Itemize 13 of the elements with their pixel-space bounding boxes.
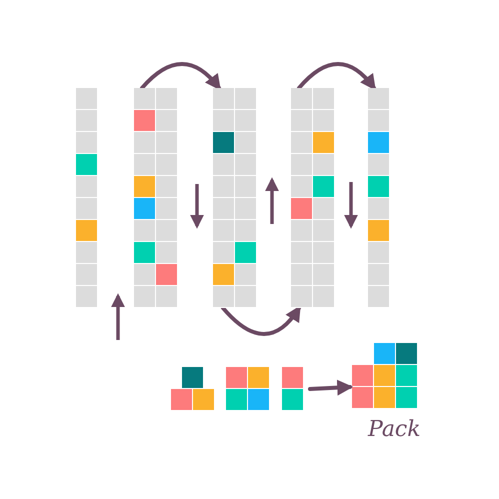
- block-piece: [171, 367, 215, 411]
- cell-column: [291, 88, 335, 308]
- cell-column: [134, 88, 178, 308]
- cell-column: [368, 88, 390, 308]
- cell-column: [213, 88, 257, 308]
- block-piece: [282, 367, 304, 411]
- arrow: [297, 62, 376, 90]
- block-piece: [226, 367, 270, 411]
- arrow: [308, 380, 354, 396]
- arrow: [140, 62, 222, 90]
- cell-column: [76, 88, 98, 308]
- packed-blocks: [352, 343, 418, 409]
- caption-text: Pack: [368, 417, 421, 442]
